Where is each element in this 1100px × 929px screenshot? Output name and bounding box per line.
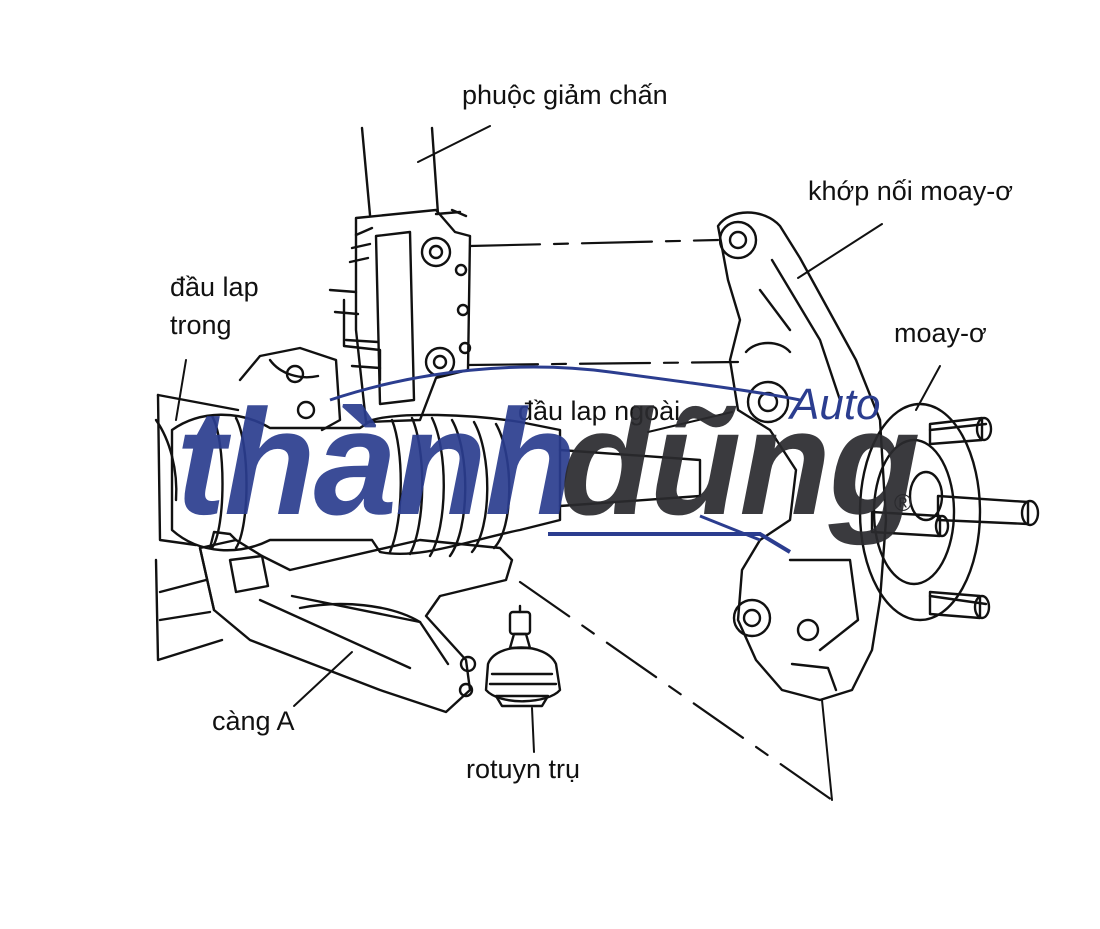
leader-lines [175, 125, 941, 801]
label-ball-joint: rotuyn trụ [466, 754, 581, 784]
label-outer-joint: đầu lap ngoài [518, 396, 681, 426]
steering-knuckle [716, 211, 888, 702]
ball-joint [484, 604, 562, 708]
label-hub: moay-ơ [894, 318, 987, 348]
shock-absorber [328, 126, 472, 424]
label-steering-knuckle: khớp nối moay-ơ [808, 176, 1013, 206]
label-inner-joint-line1: đầu lap [170, 272, 259, 302]
label-control-arm: càng A [212, 706, 295, 736]
watermark-registered-mark: ® [894, 490, 912, 517]
alignment-lines [466, 238, 834, 802]
label-inner-joint-line2: trong [170, 310, 232, 340]
wheel-studs [870, 416, 1040, 620]
lower-control-arm [198, 530, 514, 714]
watermark-word-dung: dũng [560, 378, 921, 546]
watermark-word-thanh: thành [176, 378, 576, 546]
watermark-auto: Auto [790, 380, 881, 429]
label-shock-absorber: phuộc giảm chấn [462, 80, 668, 110]
